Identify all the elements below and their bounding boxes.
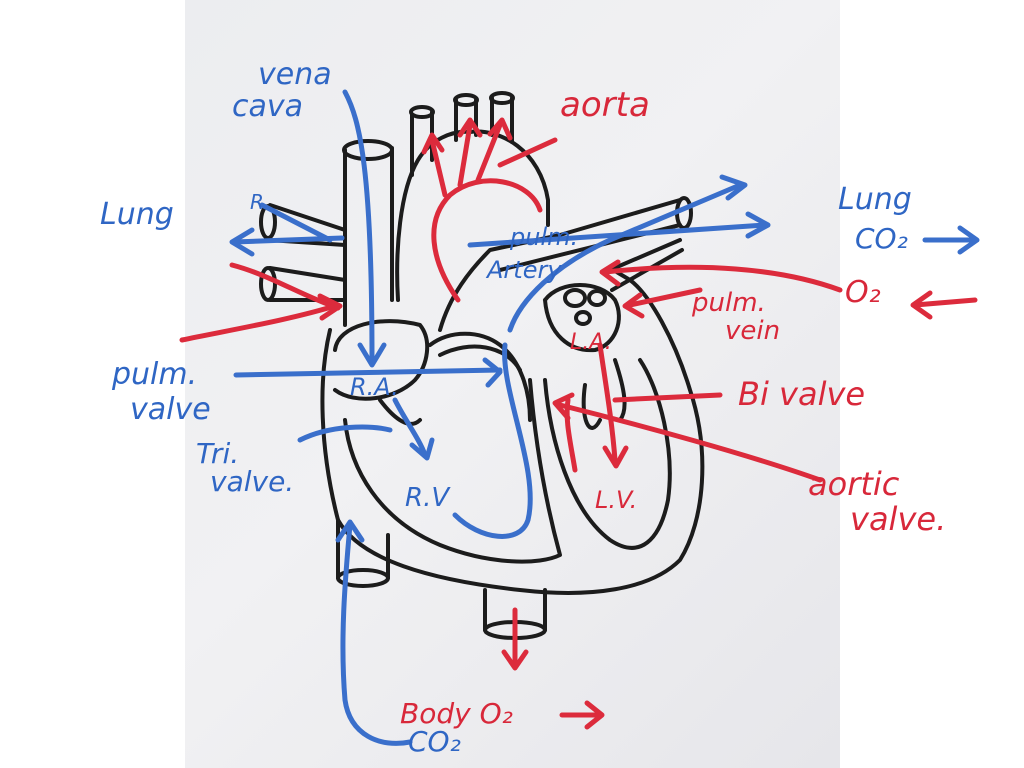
vena-cava-label-line2: cava bbox=[232, 89, 304, 124]
pulm-artery-arrowhead-top bbox=[719, 174, 748, 201]
lung-co2-arrowhead bbox=[957, 225, 980, 255]
left-atrium-outline bbox=[543, 283, 621, 353]
left-ventricle-outline bbox=[543, 358, 672, 550]
lv-label: L.V. bbox=[595, 486, 638, 514]
pulm-artery-label-line1: pulm. bbox=[510, 223, 579, 251]
vena-cava-outline bbox=[343, 146, 394, 327]
aortic-valve-label-line1: aortic bbox=[808, 465, 900, 503]
aorta-branch-arrowhead-3 bbox=[487, 117, 513, 141]
rv-label: R.V bbox=[405, 483, 450, 513]
pulm-valve-arrow bbox=[233, 367, 503, 378]
aortic-valve-label-line2: valve. bbox=[850, 500, 947, 538]
o2-right-arrow bbox=[912, 297, 978, 308]
deoxygenated-flow-arrows bbox=[229, 89, 980, 746]
inferior-vena-cava-outline bbox=[336, 518, 390, 580]
bi-valve-arrow bbox=[612, 392, 723, 403]
bi-valve-label: Bi valve bbox=[738, 375, 866, 413]
aortic-valve-arrowhead bbox=[552, 392, 575, 421]
pulmonary-vein-opening-3 bbox=[574, 310, 592, 326]
r-lung-connector bbox=[259, 202, 333, 243]
pulm-valve-label-line1: pulm. bbox=[112, 357, 198, 392]
la-label: L.A. bbox=[570, 330, 612, 355]
pulm-vein-lower-arrow bbox=[627, 287, 703, 308]
aorta-arrow bbox=[431, 178, 543, 303]
aorta-branch-1-top bbox=[409, 105, 435, 119]
ra-to-rv-arrowhead bbox=[409, 437, 435, 461]
pulm-vein-label-line2: vein bbox=[725, 316, 781, 346]
pulmonary-vein-opening-2 bbox=[587, 289, 607, 307]
tri-valve-arrow bbox=[297, 424, 393, 443]
vena-cava-arrowhead bbox=[357, 342, 387, 368]
pulm-valve-arrowhead bbox=[482, 357, 503, 388]
lung-left-arrowhead bbox=[229, 227, 255, 257]
right-atrium-outline bbox=[333, 319, 430, 401]
r-mark-label: R bbox=[250, 190, 264, 214]
vena-cava-top bbox=[342, 139, 394, 161]
right-ventricle-outline bbox=[343, 378, 562, 564]
aorta-label-line bbox=[497, 137, 558, 168]
aorta-branch-2-top bbox=[453, 93, 479, 107]
co2-right-label: CO₂ bbox=[855, 222, 908, 255]
la-to-lv-arrowhead bbox=[602, 445, 629, 469]
body-o2-arrowhead bbox=[584, 700, 605, 730]
ra-label: R.A. bbox=[350, 373, 399, 401]
right-pulmonary-end-2 bbox=[259, 266, 277, 302]
body-co2-label: CO₂ bbox=[408, 725, 461, 758]
septum-outline bbox=[428, 331, 532, 422]
aorta-label: aorta bbox=[560, 85, 650, 125]
lung-return-arrow bbox=[229, 262, 341, 311]
o2-pulm-vein-arrow bbox=[602, 264, 843, 293]
body-return-arrow bbox=[340, 522, 413, 746]
tri-valve-label-line2: valve. bbox=[210, 465, 295, 498]
la-to-lv-arrow bbox=[597, 342, 618, 463]
pulm-vein-lower-arrowhead bbox=[622, 292, 645, 319]
o2-right-arrowhead bbox=[910, 290, 933, 320]
pulmonary-valve-shape bbox=[438, 344, 522, 372]
ra-to-rv-arrow bbox=[392, 397, 428, 458]
vena-cava-arrow bbox=[342, 89, 375, 363]
body-return-arrowhead bbox=[335, 519, 365, 543]
descending-aorta-arrowhead bbox=[501, 649, 529, 671]
heart-body-outline bbox=[320, 266, 705, 595]
pulm-artery-arrow bbox=[507, 182, 743, 333]
lung-left-label: Lung bbox=[100, 197, 174, 232]
pulm-vein-label-line1: pulm. bbox=[692, 288, 766, 318]
tri-valve-label-line1: Tri. bbox=[196, 437, 240, 470]
lung-return-arrowhead bbox=[317, 293, 343, 321]
right-pulmonary-vessels bbox=[266, 203, 347, 302]
oxygenated-flow-arrows bbox=[179, 117, 978, 730]
pulm-artery-label-line2: Artery bbox=[487, 256, 562, 284]
aorta-branch-arrowhead-1 bbox=[421, 132, 445, 155]
lung-return-arrow-2 bbox=[179, 302, 341, 343]
pulm-valve-label-line2: valve bbox=[130, 392, 211, 427]
vena-cava-label-line1: vena bbox=[258, 57, 332, 92]
body-o2-label: Body O₂ bbox=[400, 697, 513, 730]
o2-right-label: O₂ bbox=[845, 275, 881, 310]
o2-pulm-vein-arrowhead bbox=[599, 259, 621, 287]
lv-to-aorta-arrow bbox=[564, 397, 578, 473]
tricuspid-valve-shape bbox=[378, 398, 422, 426]
aorta-branch-3-top bbox=[489, 91, 515, 105]
inferior-vena-cava-opening bbox=[336, 568, 390, 588]
aortic-valve-arrow bbox=[557, 402, 823, 483]
lung-right-label: Lung bbox=[838, 182, 912, 217]
aorta-branch-arrow-1 bbox=[429, 137, 448, 198]
pulm-artery-arrowhead-lower bbox=[745, 211, 771, 239]
rv-loop-arrow bbox=[452, 342, 533, 539]
aorta-branch-arrow-3 bbox=[475, 122, 503, 183]
pulmonary-vein-opening-1 bbox=[563, 288, 587, 308]
pulm-artery-lower-arrow bbox=[467, 222, 768, 248]
aorta-branch-arrow-2 bbox=[457, 122, 473, 188]
aorta-branch-arrowhead-2 bbox=[457, 117, 483, 138]
descending-aorta-outline bbox=[483, 588, 547, 632]
